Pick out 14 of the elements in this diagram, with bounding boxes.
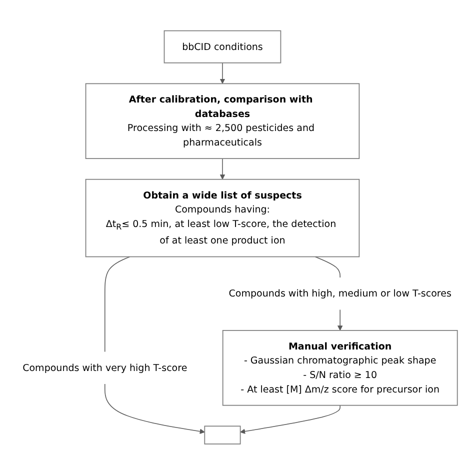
arrow — [104, 383, 205, 434]
arrow — [220, 62, 226, 84]
node-box: After calibration, comparison with databases Processing with ≈ 2,500 pesticides and pharmaceuticals — [85, 82, 360, 159]
node-box — [204, 425, 241, 444]
node-box: Manual verification - Gaussian chromatographic peak shape - S/N ratio ≥ 10 - At least [M] Δm/z score for precursor ion — [222, 330, 458, 406]
connector — [104, 256, 130, 352]
node-text: Compounds with very high T-score — [22, 362, 188, 373]
node-box: bbCID conditions — [164, 30, 282, 63]
arrow — [220, 158, 226, 180]
arrow — [240, 404, 340, 434]
arrow — [337, 308, 343, 330]
node-text: Compounds with high, medium or low T-scores — [228, 287, 452, 299]
connector — [314, 256, 340, 278]
node-box: Obtain a wide list of suspects Compounds having: Δt$_{R}$≤ 0.5 min, at least low T-score, the detection of at least one product ion — [85, 178, 360, 257]
